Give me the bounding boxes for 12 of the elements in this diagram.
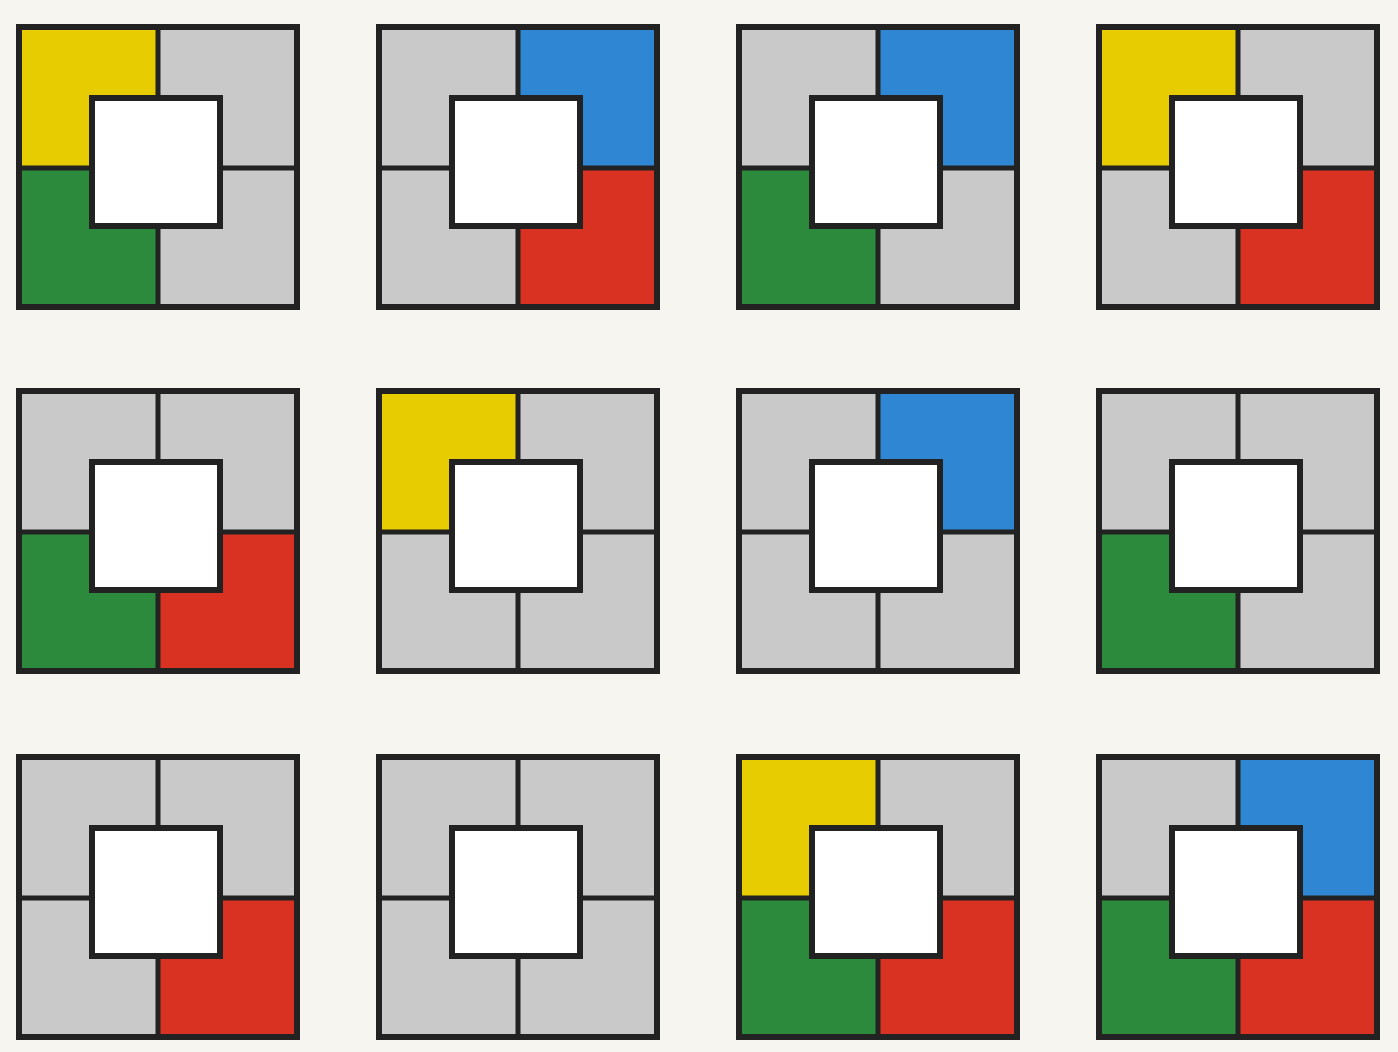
quadrant-square [1096, 388, 1380, 674]
quadrant-square [376, 754, 660, 1040]
quadrant-square [736, 388, 1020, 674]
quadrant-square [16, 754, 300, 1040]
quadrant-square [736, 24, 1020, 310]
quadrant-square [1096, 754, 1380, 1040]
quadrant-square [16, 388, 300, 674]
quadrant-square [736, 754, 1020, 1040]
quadrant-square [16, 24, 300, 310]
quadrant-square [1096, 24, 1380, 310]
quadrant-square [376, 388, 660, 674]
quadrant-square [376, 24, 660, 310]
